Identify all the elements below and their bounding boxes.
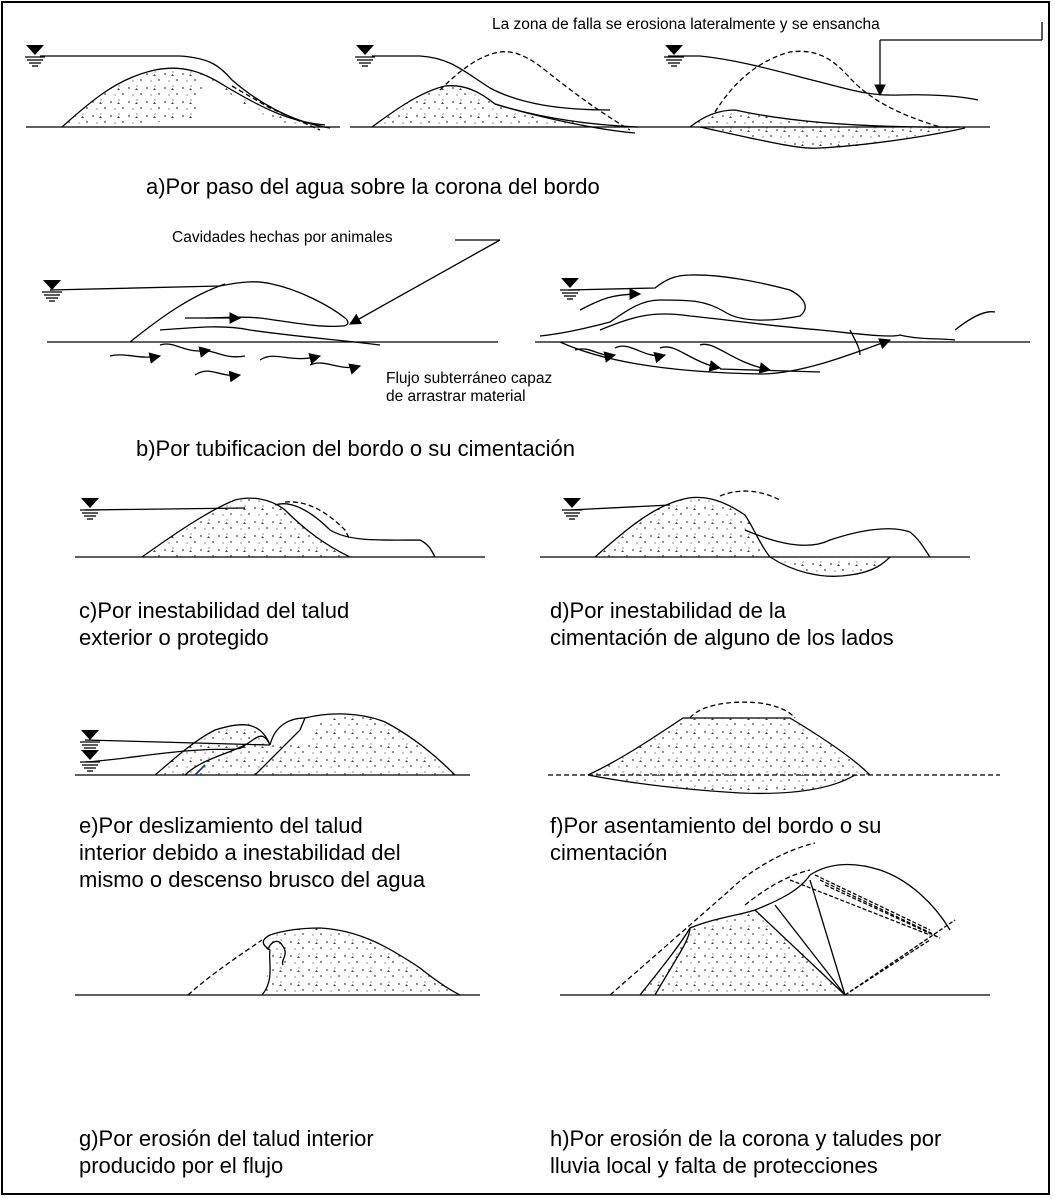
seepage-flow-note: Flujo subterráneo capaz de arrastrar mat… <box>386 370 553 405</box>
erosion-zone-note: La zona de falla se erosiona lateralment… <box>492 16 880 33</box>
caption-d: d)Por inestabilidad de la cimentación de… <box>550 598 894 650</box>
diagram-c <box>75 497 485 558</box>
caption-b: b)Por tubificacion del bordo o su ciment… <box>136 436 576 461</box>
caption-h: h)Por erosión de la corona y taludes por… <box>550 1126 942 1178</box>
caption-e: e)Por deslizamiento del talud interior d… <box>79 813 426 892</box>
diagram-f <box>548 701 1000 795</box>
animal-cavities-note: Cavidades hechas por animales <box>172 229 393 246</box>
diagram-b2 <box>535 274 1030 375</box>
diagram-b1 <box>41 239 501 383</box>
diagram-a3 <box>660 22 1043 150</box>
caption-c: c)Por inestabilidad del talud exterior o… <box>79 598 350 650</box>
caption-f: f)Por asentamiento del bordo o su ciment… <box>550 813 882 865</box>
diagram-a2 <box>350 44 660 134</box>
diagram-d <box>540 490 970 577</box>
caption-a: a)Por paso del agua sobre la corona del … <box>146 174 600 199</box>
diagram-e <box>75 713 470 776</box>
diagram-a1 <box>24 44 340 131</box>
diagram-g <box>75 927 480 996</box>
caption-g: g)Por erosión del talud interior produci… <box>79 1126 374 1178</box>
diagram-h <box>560 842 990 996</box>
